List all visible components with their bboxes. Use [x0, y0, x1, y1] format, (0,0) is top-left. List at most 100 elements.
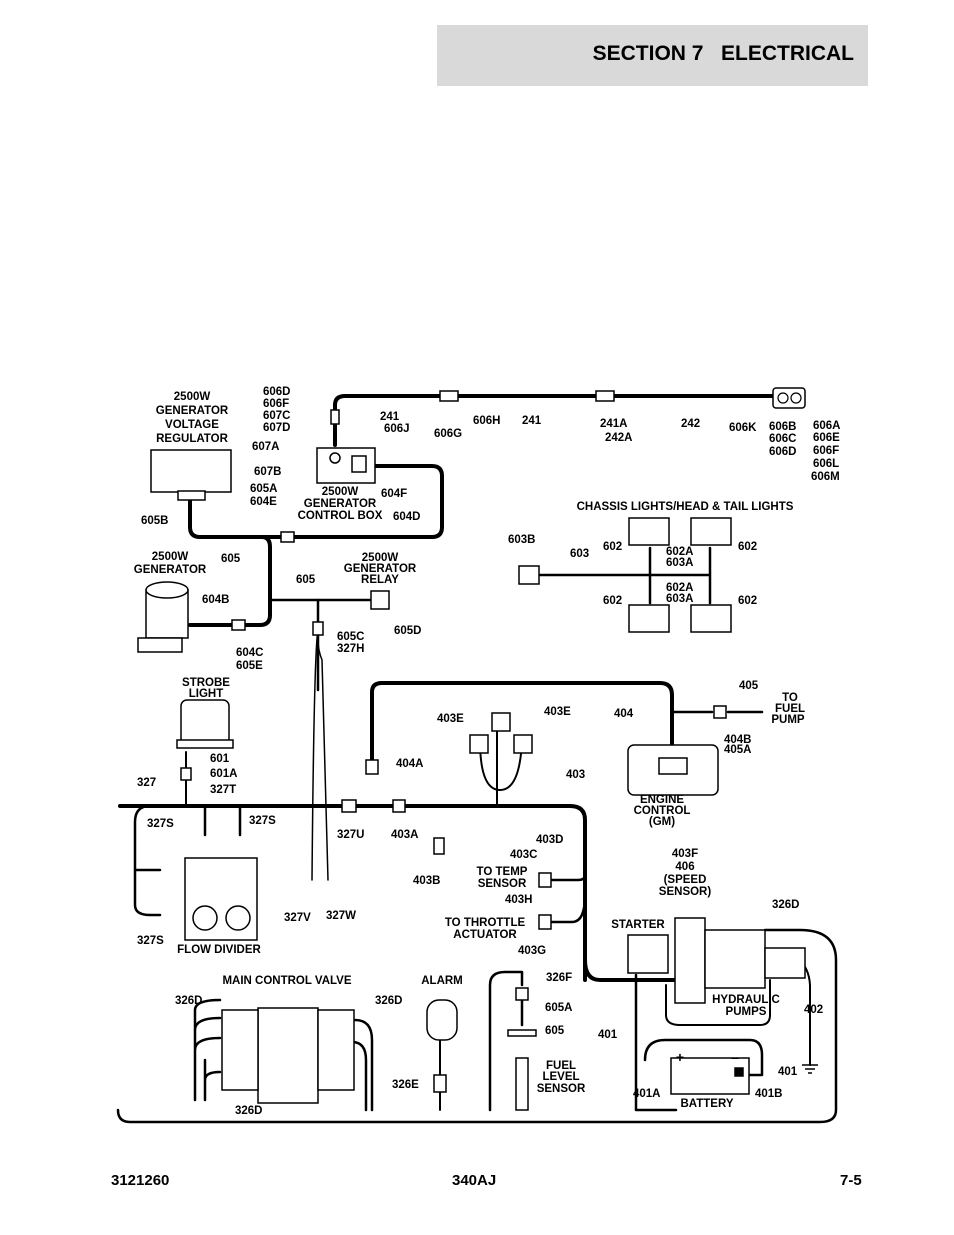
- wire-326d-top-left: 326D: [175, 995, 203, 1007]
- wire-602-br: 602: [738, 595, 757, 607]
- harness-327vw: [311, 629, 329, 881]
- harness-fuel-level: [488, 970, 524, 1112]
- battery-body: [670, 1057, 750, 1095]
- wire-403h: 403H: [505, 894, 533, 906]
- wire-606h: 606H: [473, 415, 501, 427]
- harness-top: [333, 394, 777, 447]
- harness-engine-control: [370, 681, 674, 762]
- wire-403: 403: [566, 769, 585, 781]
- label-regulator-1: 2500W: [174, 391, 211, 403]
- label-speed-sensor-2: 406: [675, 861, 694, 873]
- harness-speed-sensor: [479, 721, 523, 807]
- connector-403a: [392, 799, 406, 813]
- connector-606g: [439, 390, 459, 402]
- hydraulic-pumps-motor: [764, 947, 806, 979]
- label-regulator-4: REGULATOR: [156, 433, 228, 445]
- control-box-knob: [329, 452, 341, 464]
- wire-602a-bottom: 602A: [666, 582, 694, 594]
- wire-604f: 604F: [381, 488, 407, 500]
- wire-601a: 601A: [210, 768, 238, 780]
- chassis-light-1: [628, 517, 670, 546]
- wire-327s-bottom: 327S: [137, 935, 164, 947]
- wire-327h: 327H: [337, 643, 365, 655]
- label-chassis-lights: CHASSIS LIGHTS/HEAD & TAIL LIGHTS: [577, 501, 794, 513]
- wire-606m: 606M: [811, 471, 840, 483]
- wire-603a-bottom: 603A: [666, 593, 694, 605]
- label-fuel-pump-3: PUMP: [771, 714, 805, 726]
- connector-403b: [433, 837, 445, 855]
- label-speed-sensor-1: 403F: [672, 848, 698, 860]
- wire-402: 402: [804, 1004, 823, 1016]
- wire-326d-bottom: 326D: [235, 1105, 263, 1117]
- wire-603a-top: 603A: [666, 557, 694, 569]
- label-main-control-valve: MAIN CONTROL VALVE: [222, 975, 351, 987]
- label-control-box-3: CONTROL BOX: [298, 510, 383, 522]
- wire-403a: 403A: [391, 829, 419, 841]
- harness-pumps: [116, 928, 838, 1124]
- harness-battery: [634, 973, 764, 1112]
- harness-pump-sensor: [665, 979, 771, 1026]
- section-number: SECTION 7: [592, 42, 704, 65]
- wire-606f-b: 606F: [813, 445, 839, 457]
- wire-605: 605: [221, 553, 241, 565]
- main-control-valve-body: [257, 1007, 319, 1104]
- connector-404a: [365, 759, 379, 775]
- connector-603b: [518, 565, 540, 585]
- wire-606a: 606A: [813, 420, 841, 432]
- strobe-light-base: [176, 739, 234, 749]
- chassis-light-4: [690, 604, 732, 633]
- wire-604c: 604C: [236, 647, 264, 659]
- wire-403g: 403G: [518, 945, 546, 957]
- wire-241: 241: [380, 411, 400, 423]
- harness-starter: [583, 958, 677, 982]
- wire-401-right: 401: [778, 1066, 798, 1078]
- wire-403e-right: 403E: [544, 706, 571, 718]
- wire-607a: 607A: [252, 441, 280, 453]
- wire-605a: 605A: [250, 483, 278, 495]
- harness-control-box: [290, 464, 444, 539]
- label-generator-2: GENERATOR: [134, 564, 207, 576]
- wire-242a: 242A: [605, 432, 633, 444]
- wire-606d: 606D: [263, 386, 291, 398]
- wire-606d-b: 606D: [769, 446, 797, 458]
- flow-divider-port-a: [192, 905, 218, 931]
- connector-404b: [713, 705, 727, 719]
- generator-cap: [145, 581, 189, 599]
- wire-604d: 604D: [393, 511, 421, 523]
- label-fuel-pump-1: TO: [782, 692, 798, 704]
- connector-403g: [538, 914, 552, 930]
- label-hydraulic-pumps-1: HYDRAULIC: [712, 994, 780, 1006]
- wire-326d-top-right: 326D: [375, 995, 403, 1007]
- wire-405a: 405A: [724, 744, 752, 756]
- connector-403h: [538, 872, 552, 888]
- wire-602-tr: 602: [738, 541, 757, 553]
- connector-605c: [312, 621, 324, 636]
- connector-326e: [433, 1074, 447, 1093]
- label-hydraulic-pumps-2: PUMPS: [726, 1006, 767, 1018]
- plug-606-pin-b: [790, 392, 802, 404]
- battery-plus-sign: +: [676, 1049, 684, 1065]
- label-fuel-level-3: SENSOR: [537, 1083, 586, 1095]
- chassis-light-2: [690, 517, 732, 546]
- wire-602-tl: 602: [603, 541, 622, 553]
- label-strobe-1: STROBE: [182, 677, 230, 689]
- wire-405: 405: [739, 680, 759, 692]
- label-relay-1: 2500W: [362, 552, 399, 564]
- label-relay-3: RELAY: [361, 574, 399, 586]
- voltage-regulator-box: [150, 449, 232, 493]
- harness-valve-left: [193, 998, 222, 1102]
- label-alarm: ALARM: [421, 975, 463, 987]
- wire-603: 603: [570, 548, 589, 560]
- wire-605-b: 605: [296, 574, 316, 586]
- harness-generator: [188, 596, 272, 627]
- wire-604b: 604B: [202, 594, 230, 606]
- wire-602-bl: 602: [603, 595, 622, 607]
- wire-607b: 607B: [254, 466, 282, 478]
- connector-241a: [595, 390, 615, 402]
- harness-regulator: [188, 498, 287, 600]
- label-battery: BATTERY: [680, 1098, 733, 1110]
- wire-326d-pumps: 326D: [772, 899, 800, 911]
- label-starter: STARTER: [611, 919, 665, 931]
- label-engine-control-3: (GM): [649, 816, 675, 828]
- wire-605d: 605D: [394, 625, 422, 637]
